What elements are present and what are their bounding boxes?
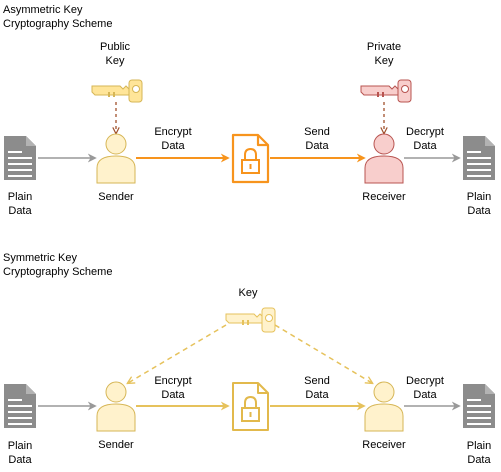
- sym-decrypt-data-line2: Data: [413, 389, 437, 401]
- symmetric-title-line1: Symmetric Key: [3, 252, 77, 264]
- asymmetric-title-line1: Asymmetric Key: [3, 4, 83, 16]
- encrypt-data-line2: Data: [161, 140, 185, 152]
- sym-plain-data-right-line2: Data: [467, 454, 491, 466]
- sym-plain-data-right-line1: Plain: [467, 440, 491, 452]
- private-key-icon: [360, 79, 412, 103]
- receiver-label: Receiver: [362, 191, 406, 203]
- send-data-line1: Send: [304, 126, 330, 138]
- plain-data-left-icon: [4, 136, 36, 180]
- sym-encrypt-data-line2: Data: [161, 389, 185, 401]
- sym-plain-data-left-line2: Data: [8, 454, 32, 466]
- sym-receiver-icon: [364, 381, 404, 432]
- plain-data-right-icon: [463, 136, 495, 180]
- sym-decrypt-data-line1: Decrypt: [406, 375, 444, 387]
- public-key-icon: [91, 79, 143, 103]
- sym-send-data-line2: Data: [305, 389, 329, 401]
- decrypt-data-line2: Data: [413, 140, 437, 152]
- key-to-sender-arrow: [128, 324, 227, 383]
- sym-receiver-label: Receiver: [362, 439, 406, 451]
- plain-data-right-line2: Data: [467, 205, 491, 217]
- private-key-label-line2: Key: [375, 55, 394, 67]
- private-key-label-line1: Private: [367, 41, 401, 53]
- public-key-label-line1: Public: [100, 41, 130, 53]
- decrypt-data-line1: Decrypt: [406, 126, 444, 138]
- symmetric-key-label: Key: [239, 287, 258, 299]
- sym-sender-label: Sender: [98, 439, 134, 451]
- asymmetric-title-line2: Cryptography Scheme: [3, 18, 112, 30]
- symmetric-title-line2: Cryptography Scheme: [3, 266, 112, 278]
- sym-plain-data-left-line1: Plain: [8, 440, 32, 452]
- sym-encrypt-data-line1: Encrypt: [154, 375, 191, 387]
- plain-data-left-line1: Plain: [8, 191, 32, 203]
- receiver-icon: [364, 133, 404, 184]
- sym-encrypted-file-icon: [232, 382, 269, 431]
- send-data-line2: Data: [305, 140, 329, 152]
- plain-data-left-line2: Data: [8, 205, 32, 217]
- sender-icon: [96, 133, 136, 184]
- public-key-label-line2: Key: [106, 55, 125, 67]
- symmetric-key-icon: [225, 307, 276, 333]
- encrypted-file-icon: [231, 133, 270, 184]
- encrypt-data-line1: Encrypt: [154, 126, 191, 138]
- sym-plain-data-left-icon: [4, 384, 36, 428]
- sym-plain-data-right-icon: [463, 384, 495, 428]
- plain-data-right-line1: Plain: [467, 191, 491, 203]
- sym-send-data-line1: Send: [304, 375, 330, 387]
- sender-label: Sender: [98, 191, 134, 203]
- key-to-receiver-arrow: [274, 324, 372, 383]
- sym-sender-icon: [96, 381, 136, 432]
